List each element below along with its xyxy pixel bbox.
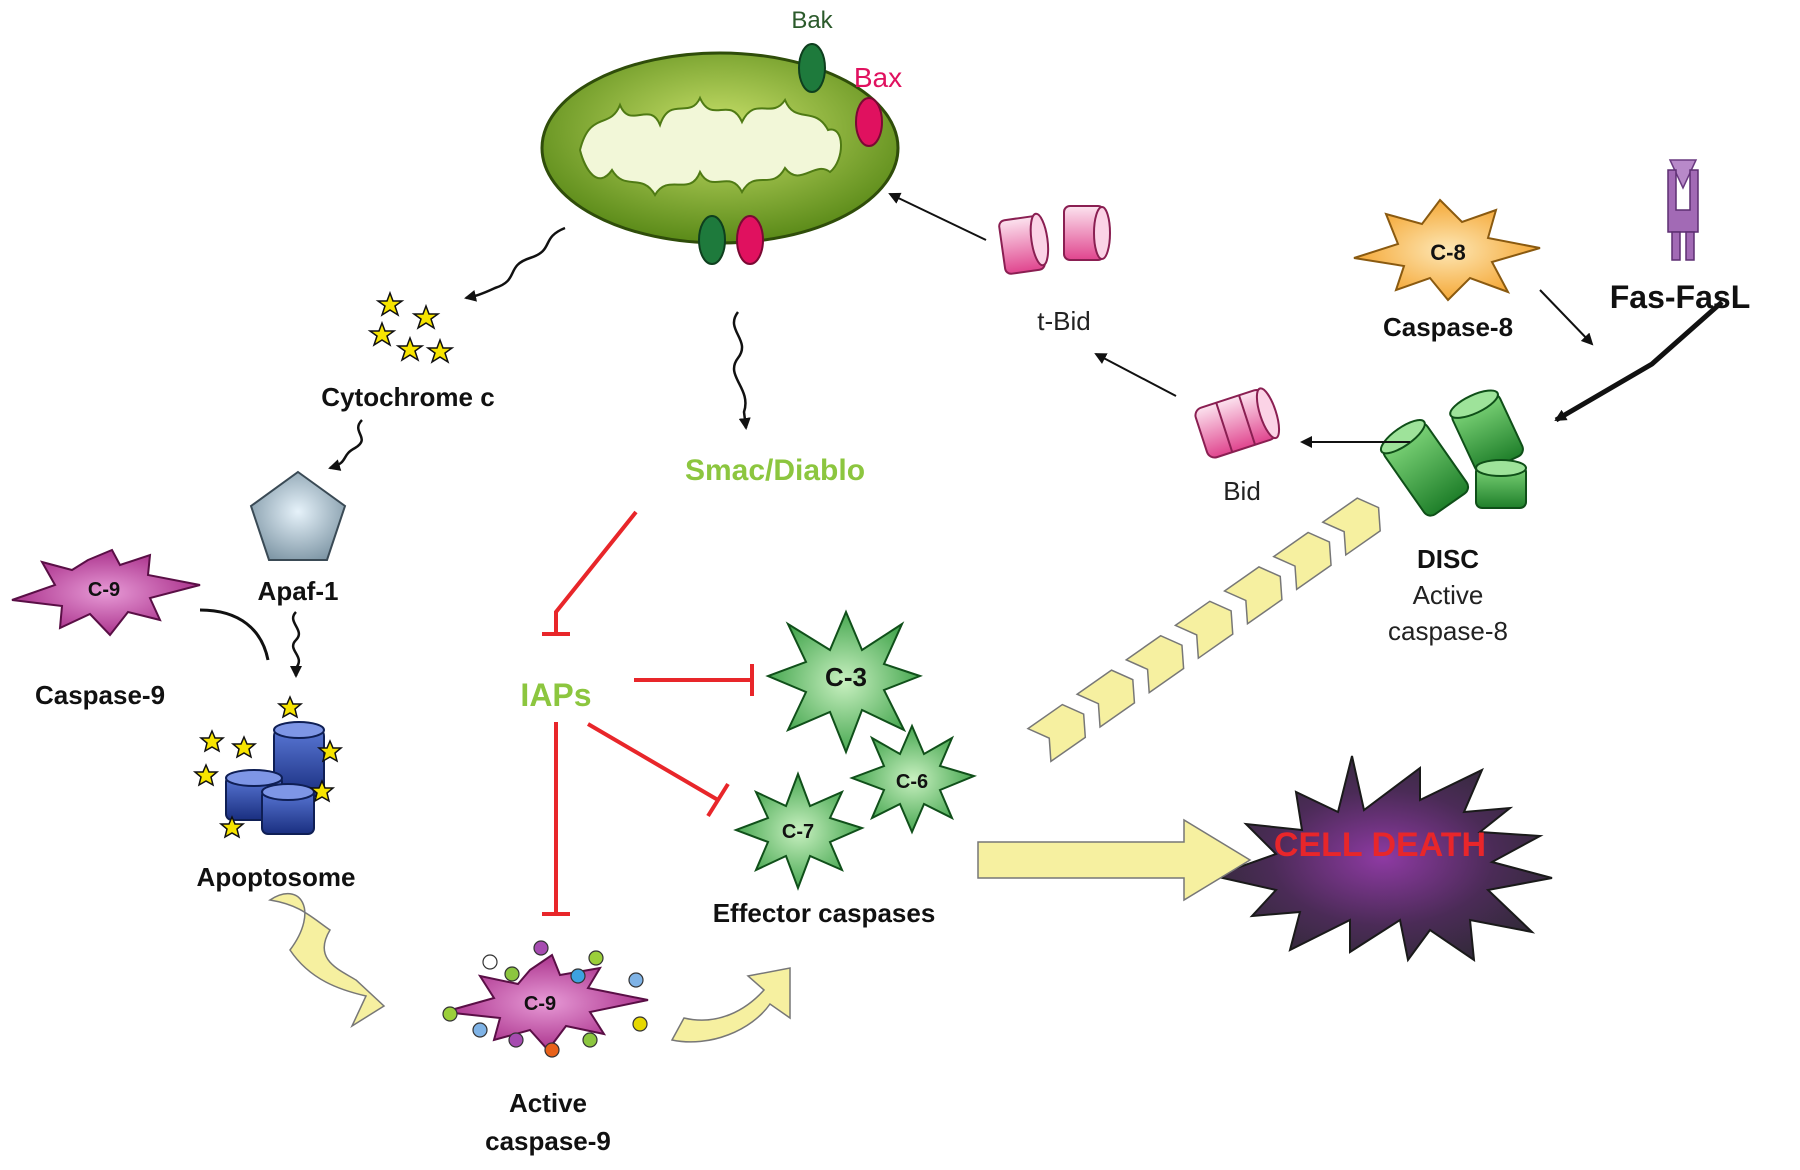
caspase-9-glyph: C-9 [11,548,201,637]
disc-sublabel-2: caspase-8 [1388,616,1508,646]
t-bid-label: t-Bid [1037,306,1090,336]
disc-complex [1379,389,1527,517]
bax-label: Bax [854,62,902,93]
caspase-3-glyph: C-3 [765,609,923,755]
yellow-arrows [268,497,1381,1043]
caspase-7-glyph: C-7 [733,771,865,891]
cytochrome-c-stars [367,290,455,364]
t-bid-cylinders [998,205,1111,275]
bax-protein [736,97,883,265]
caspase-6-glyph: C-6 [849,723,978,835]
bid-label: Bid [1223,476,1261,506]
inhibition-lines [542,510,754,916]
caspase-7-glyph-label: C-7 [782,821,814,843]
caspase-9-glyph-label: C-9 [88,579,120,601]
disc-sublabel-1: Active [1413,580,1484,610]
caspase-9-label: Caspase-9 [35,680,165,710]
cell-death-burst: CELL DEATH [1210,755,1553,963]
caspase-6-glyph-label: C-6 [896,771,928,793]
active-caspase-9-label-2: caspase-9 [485,1126,611,1156]
fas-fasl-label: Fas-FasL [1610,279,1750,315]
bak-label: Bak [791,7,833,34]
apaf-1-pentagon [249,470,347,561]
caspase-3-glyph-label: C-3 [825,662,867,692]
iaps-label: IAPs [520,677,591,713]
cell-death-label: CELL DEATH [1274,826,1486,864]
caspase-8-glyph-label: C-8 [1430,240,1465,265]
cytochrome-c-label: Cytochrome c [321,382,494,412]
active-caspase-9-label-1: Active [509,1088,587,1118]
bid-cylinder [1194,387,1281,459]
smac-diablo-label: Smac/Diablo [685,454,865,487]
active-caspase-9-glyph-label: C-9 [524,993,556,1015]
pathway-arrows [290,192,1724,678]
effector-caspases-label: Effector caspases [713,898,936,928]
caspase-9-binding-line [199,608,270,661]
mitochondrion [540,51,900,245]
apaf-1-label: Apaf-1 [258,576,339,606]
caspase-8-label: Caspase-8 [1383,312,1513,342]
apoptosome-label: Apoptosome [197,862,356,892]
bak-protein [698,43,826,265]
disc-label: DISC [1417,544,1479,574]
fas-fasl-receptor [1667,159,1699,261]
caspase-8-glyph: C-8 [1353,198,1541,302]
apoptosome-complex [192,695,344,839]
active-caspase-9-glyph: C-9 [442,940,649,1058]
